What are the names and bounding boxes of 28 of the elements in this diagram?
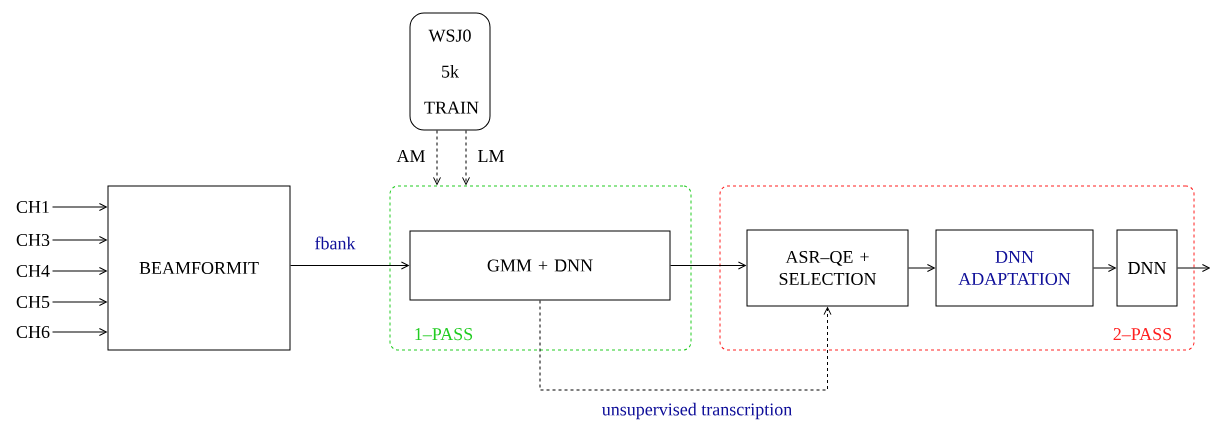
arrow <box>1093 264 1116 272</box>
channel-label: CH4 <box>16 264 50 278</box>
edge-label: AM <box>395 149 427 163</box>
process-box: GMM + DNN <box>409 230 671 301</box>
arrow <box>52 298 107 306</box>
arrow <box>52 203 107 211</box>
arrow <box>52 267 107 275</box>
process-box: BEAMFORMIT <box>107 185 291 351</box>
arrow <box>908 264 935 272</box>
channel-label: CH3 <box>16 233 50 247</box>
arrow <box>52 328 107 336</box>
arrow <box>539 300 832 391</box>
arrow <box>462 130 470 185</box>
arrow <box>52 236 107 244</box>
arrow <box>433 130 441 185</box>
process-box: DNN ADAPTATION <box>935 229 1094 307</box>
arrow <box>290 261 409 270</box>
edge-label: fbank <box>313 235 357 251</box>
edge-label: unsupervised transcription <box>600 401 794 421</box>
process-box: DNN <box>1116 229 1178 307</box>
channel-label: CH5 <box>16 295 50 309</box>
edge-label: LM <box>476 149 506 163</box>
process-box: ASR–QE + SELECTION <box>746 229 909 307</box>
data-box: WSJ0 5k TRAIN <box>409 12 491 131</box>
arrow <box>670 261 746 270</box>
channel-label: CH1 <box>16 200 49 214</box>
arrow <box>1177 264 1210 272</box>
channel-label: CH6 <box>16 325 50 339</box>
